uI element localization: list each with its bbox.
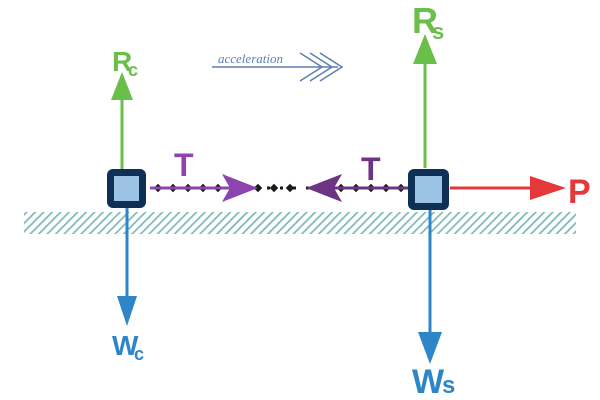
weight-sled-arrow xyxy=(418,210,442,364)
weight-car-arrow xyxy=(117,208,137,326)
label-W-s: W s xyxy=(412,363,455,400)
acceleration-label: acceleration xyxy=(218,51,283,66)
label-W-c: W c xyxy=(112,330,144,364)
label-R-s: R s xyxy=(412,0,444,44)
normal-force-sled-arrow xyxy=(413,34,437,168)
label-R-c-sub: c xyxy=(128,60,138,80)
label-R-c: R c xyxy=(112,46,138,80)
ground-surface xyxy=(24,212,576,234)
label-T-right: T xyxy=(361,151,381,187)
tension-right-arrow xyxy=(306,174,408,202)
label-W-s-sub: s xyxy=(442,372,455,399)
label-W-s-main: W xyxy=(412,363,445,400)
tension-left-arrow xyxy=(150,174,258,202)
label-R-s-main: R xyxy=(412,0,438,41)
block-car xyxy=(107,169,146,208)
label-P: P xyxy=(568,173,591,211)
normal-force-car-arrow xyxy=(111,72,133,170)
label-T-left: T xyxy=(174,147,194,183)
pull-force-arrow xyxy=(450,176,566,200)
acceleration-indicator: acceleration xyxy=(212,51,344,82)
label-W-c-sub: c xyxy=(134,344,144,364)
label-R-c-main: R xyxy=(112,46,132,77)
label-W-c-main: W xyxy=(112,330,139,361)
block-sled xyxy=(408,169,449,210)
label-R-s-sub: s xyxy=(432,19,444,44)
